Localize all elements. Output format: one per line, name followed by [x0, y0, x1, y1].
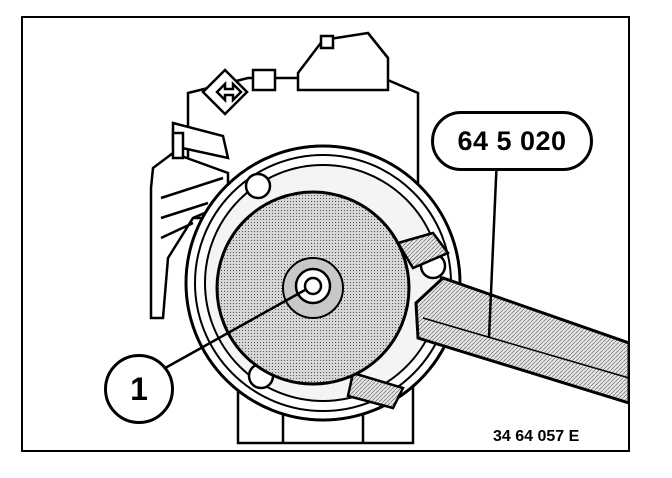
pulley-lugs — [244, 172, 450, 410]
callout-circle: 1 — [104, 354, 174, 424]
figure-reference-code: 34 64 057 E — [493, 428, 580, 445]
leader-lines — [157, 155, 499, 374]
callout-number: 1 — [130, 370, 148, 407]
special-tool-number: 64 5 020 — [457, 125, 567, 156]
side-bracket — [149, 121, 230, 320]
special-tool-label: 64 5 020 — [431, 111, 593, 171]
top-fitting — [251, 31, 390, 92]
counter-holder-tool — [414, 276, 628, 405]
clutch-plate — [215, 190, 411, 386]
compressor-illustration — [149, 31, 628, 445]
direction-marker — [201, 68, 249, 116]
figure-frame: 64 5 020 1 34 64 057 E — [21, 16, 630, 452]
